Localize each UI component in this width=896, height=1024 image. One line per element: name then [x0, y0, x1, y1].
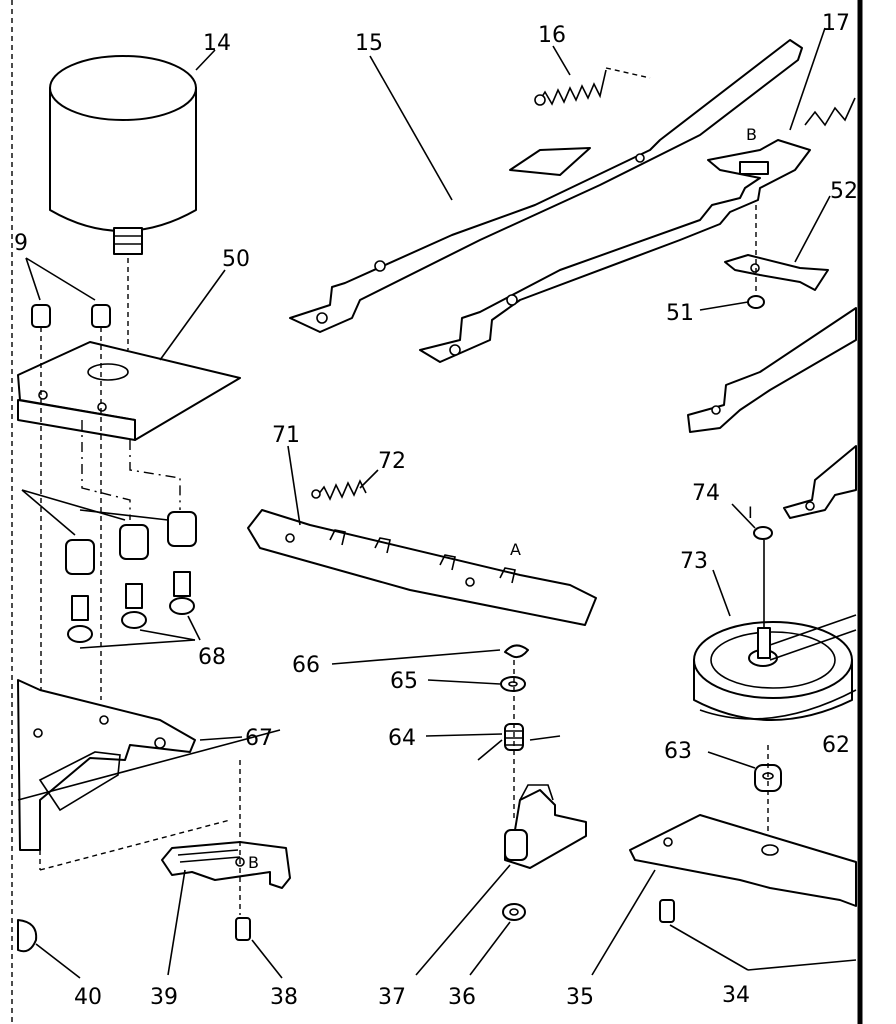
- part-72-spring: [311, 479, 367, 501]
- label-37: 37: [378, 985, 406, 1010]
- label-50: 50: [222, 247, 250, 272]
- part-34-screw: [659, 899, 675, 923]
- part-50-bracket: [17, 341, 241, 441]
- label-39: 39: [150, 985, 178, 1010]
- right-partial-plate-lower: [783, 445, 857, 519]
- part-68-bushings: [65, 420, 197, 643]
- part-39-bracket: [161, 760, 291, 915]
- part-16-spring: [534, 67, 651, 106]
- marker-B-top: B: [746, 125, 757, 144]
- label-34: 34: [722, 983, 750, 1008]
- part-15-lever-plate: [289, 39, 803, 333]
- part-67-base-plate: [17, 679, 281, 871]
- part-64-spring: [477, 660, 561, 820]
- label-68: 68: [198, 645, 226, 670]
- part-17-lever-plate: [419, 97, 856, 363]
- part-40-part: [17, 919, 38, 953]
- part-38-screw: [235, 917, 251, 941]
- label-38: 38: [270, 985, 298, 1010]
- label-51: 51: [666, 301, 694, 326]
- part-36-e-ring: [502, 903, 526, 921]
- label-64: 64: [388, 726, 416, 751]
- label-72: 72: [378, 449, 406, 474]
- part-65-washer: [500, 676, 526, 692]
- label-63: 63: [664, 739, 692, 764]
- label-66: 66: [292, 653, 320, 678]
- part-73-pulley: [693, 540, 857, 721]
- part-62-belt: [699, 689, 857, 720]
- label-17: 17: [822, 11, 850, 36]
- label-74: 74: [692, 481, 720, 506]
- label-67: 67: [245, 726, 273, 751]
- label-35: 35: [566, 985, 594, 1010]
- label-16: 16: [538, 23, 566, 48]
- part-35-plate: [629, 814, 857, 907]
- label-73: 73: [680, 549, 708, 574]
- part-37-bracket: [504, 784, 587, 869]
- label-52: 52: [830, 179, 858, 204]
- marker-A: A: [510, 540, 521, 559]
- part-14-motor: [49, 55, 197, 255]
- label-36: 36: [448, 985, 476, 1010]
- label-71: 71: [272, 423, 300, 448]
- marker-I: I: [748, 503, 753, 522]
- part-63-bushing: [754, 745, 782, 850]
- marker-B-bottom: B: [248, 853, 259, 872]
- label-40: 40: [74, 985, 102, 1010]
- label-9: 9: [14, 231, 28, 256]
- right-partial-plate-upper: [687, 307, 857, 433]
- label-15: 15: [355, 31, 383, 56]
- label-14: 14: [203, 31, 231, 56]
- label-62: 62: [822, 733, 850, 758]
- part-71-slide-plate: [247, 509, 597, 626]
- part-9-screws: [31, 304, 111, 700]
- part-52-bracket: [724, 254, 829, 291]
- label-65: 65: [390, 669, 418, 694]
- part-66-e-ring: [504, 644, 529, 659]
- part-74-washer: [753, 526, 773, 540]
